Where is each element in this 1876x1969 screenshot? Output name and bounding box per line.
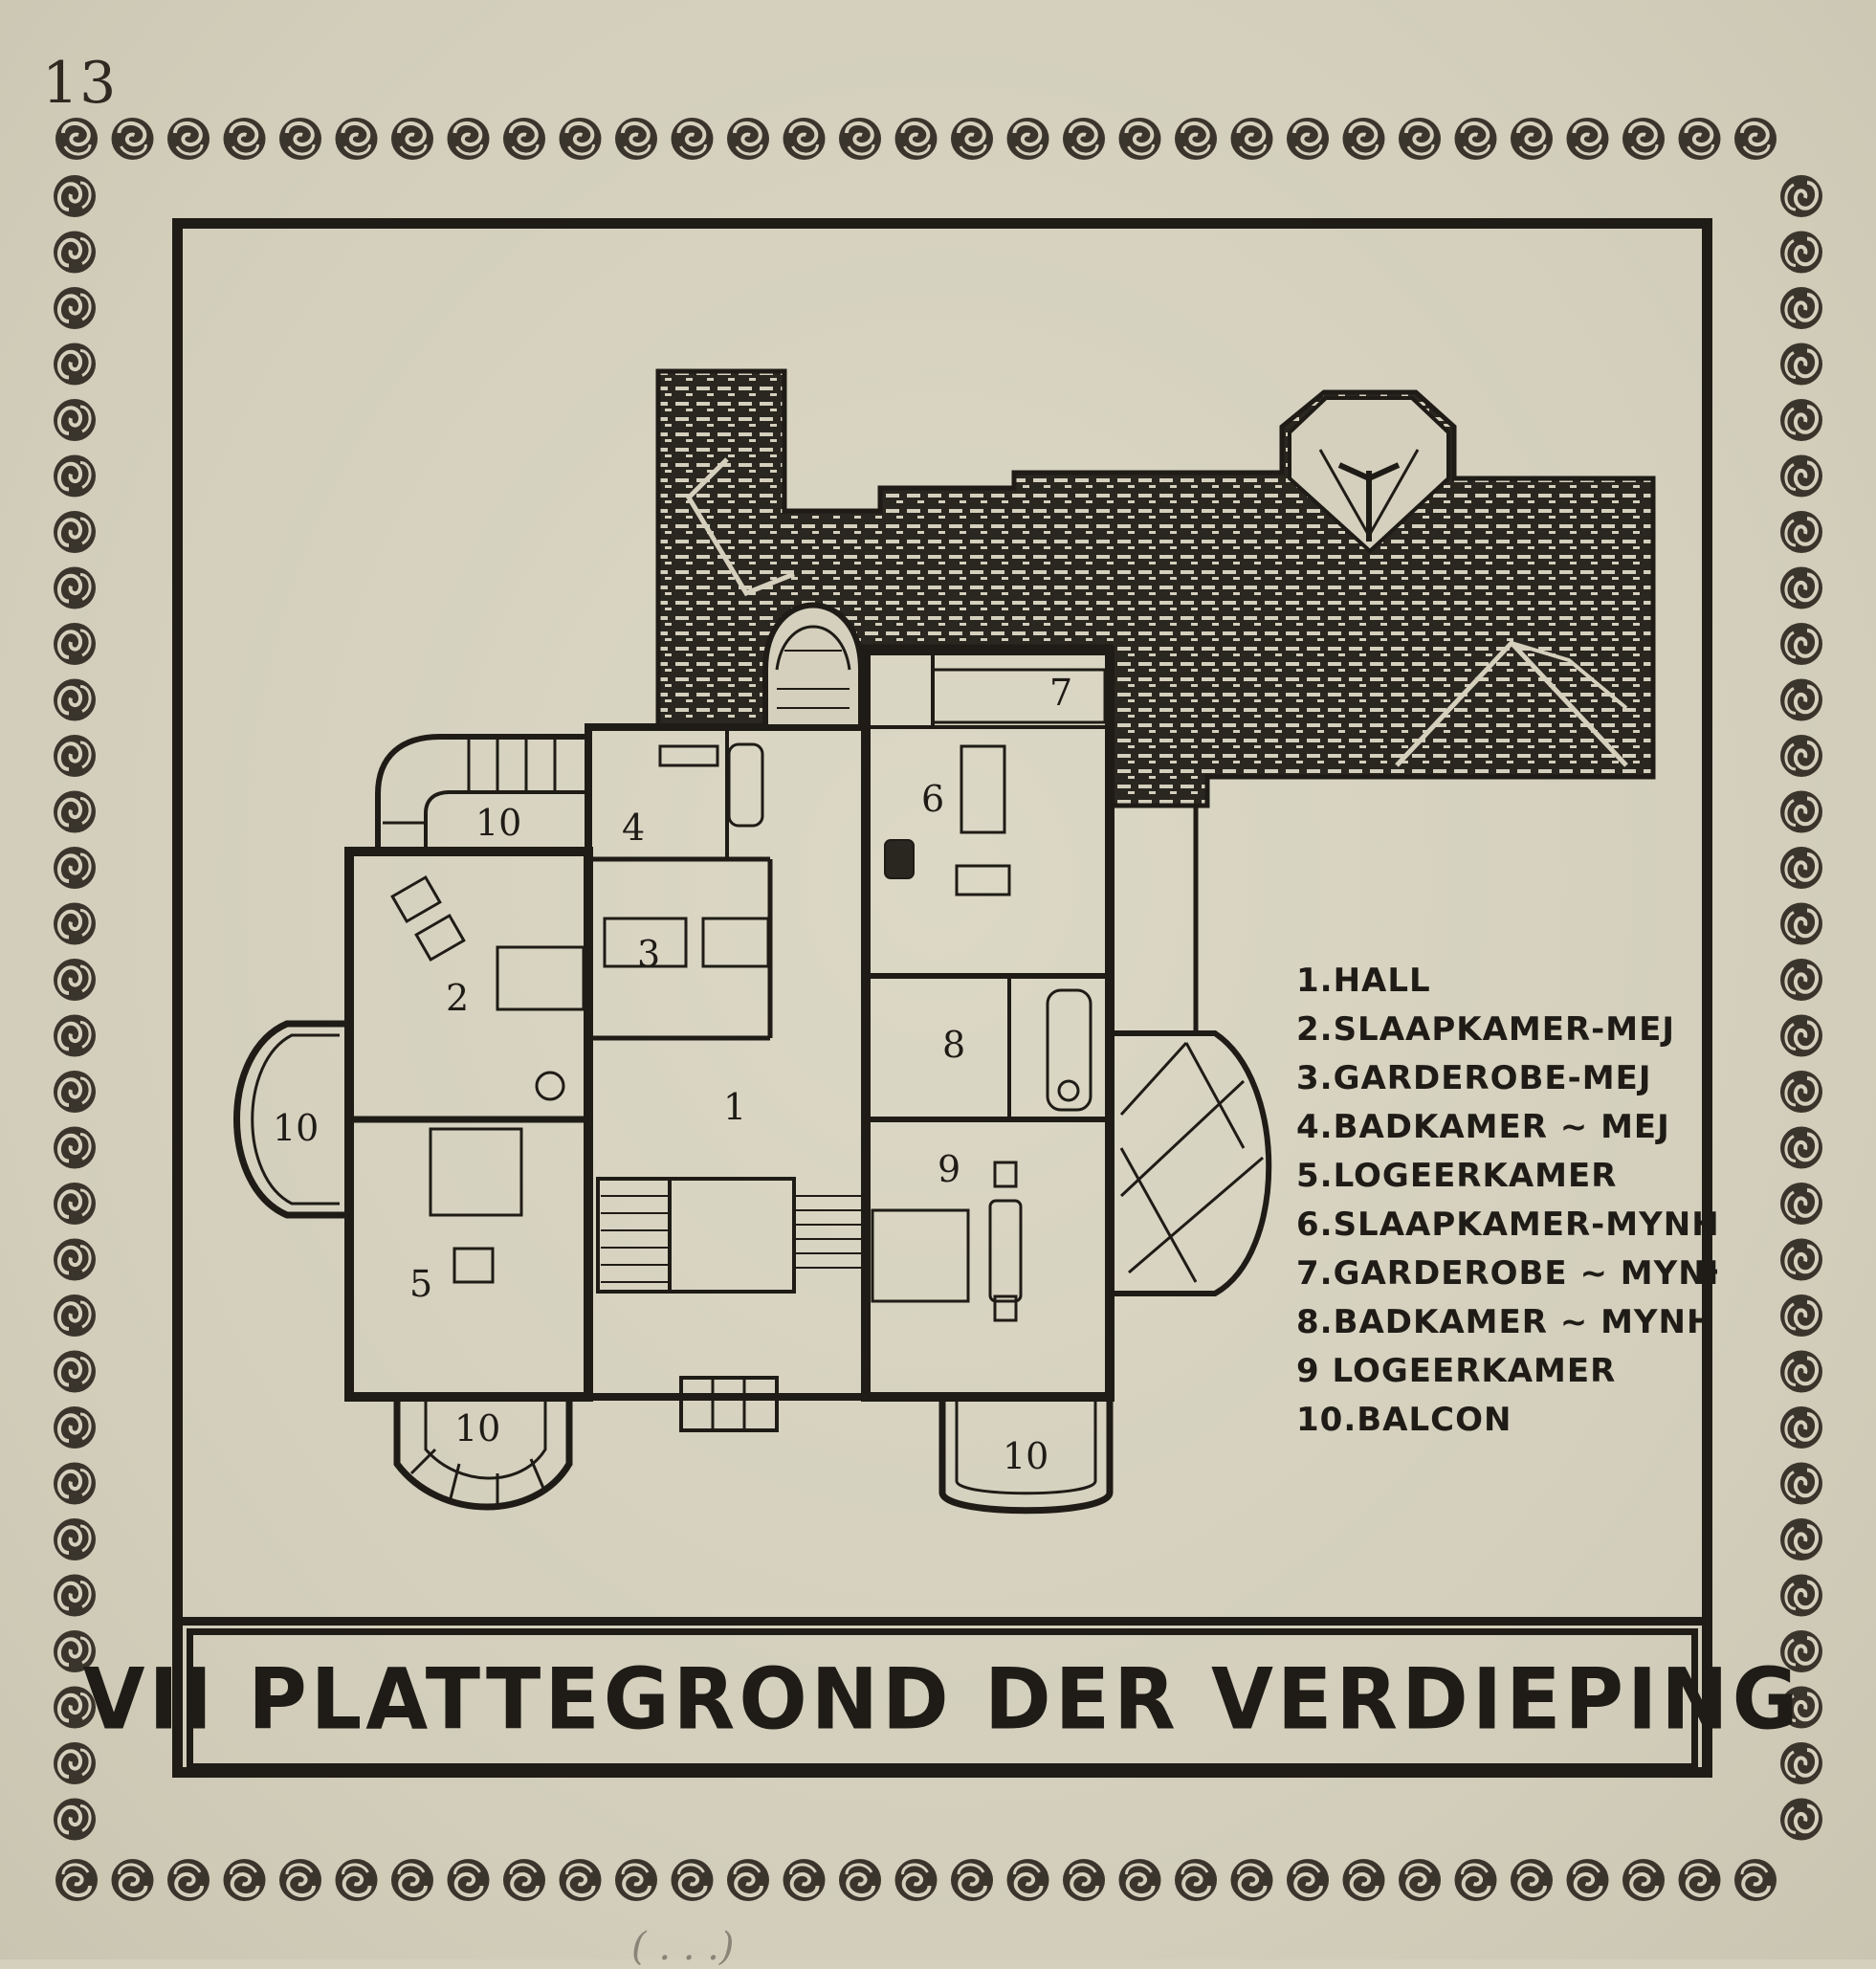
room-label-2: 2 (446, 977, 469, 1019)
house-walls (233, 602, 1272, 1515)
balcony-label-bottom-left: 10 (454, 1407, 500, 1449)
legend-item: 6.SLAAPKAMER-MYNH (1296, 1206, 1717, 1244)
room-label-8: 8 (942, 1024, 965, 1066)
legend-item: 1.HALL (1296, 962, 1431, 1000)
balcony-label-left: 10 (273, 1107, 319, 1149)
room-legend: 1.HALL 2.SLAAPKAMER-MEJ 3.GARDEROBE-MEJ … (1296, 957, 1717, 1445)
title-band (180, 1617, 1712, 1778)
room-label-5: 5 (409, 1263, 432, 1305)
legend-item: 2.SLAAPKAMER-MEJ (1296, 1010, 1675, 1049)
legend-item: 10.BALCON (1296, 1401, 1512, 1439)
page-number: 13 (42, 50, 118, 117)
legend-item: 4.BADKAMER ~ MEJ (1296, 1108, 1670, 1146)
roof (655, 368, 1656, 808)
room-label-4: 4 (622, 807, 645, 849)
outer-frame (172, 218, 1712, 1778)
room-label-3: 3 (637, 933, 660, 975)
legend-item: 8.BADKAMER ~ MYNH (1296, 1303, 1715, 1341)
room-label-6: 6 (921, 778, 944, 820)
title-box: VII PLATTEGROND DER VERDIEPING (82, 1628, 1799, 1770)
balcony-label-bottom-right: 10 (1003, 1435, 1048, 1477)
room-label-1: 1 (723, 1086, 746, 1128)
legend-item: 7.GARDEROBE ~ MYNH (1296, 1254, 1717, 1293)
room-label-7: 7 (1049, 672, 1072, 714)
plan-title: VII PLATTEGROND DER VERDIEPING (82, 1649, 1802, 1749)
legend-item: 9 LOGEERKAMER (1296, 1352, 1617, 1390)
balcony-label-top-left: 10 (475, 802, 521, 844)
room-label-9: 9 (938, 1148, 960, 1190)
pencil-note: ( . . .) (631, 1925, 735, 1969)
legend-item: 3.GARDEROBE-MEJ (1296, 1059, 1652, 1097)
legend-item: 5.LOGEERKAMER (1296, 1157, 1618, 1195)
